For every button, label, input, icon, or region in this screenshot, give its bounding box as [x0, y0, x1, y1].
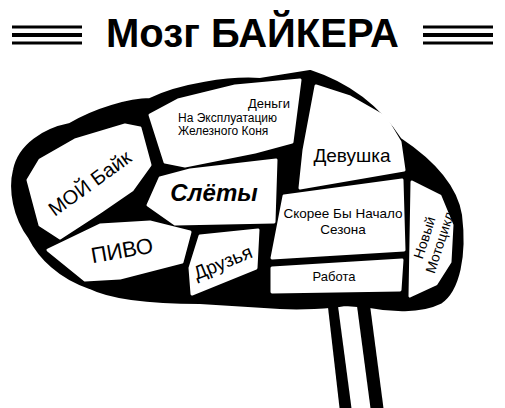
- brain-region-label: Скорее Бы Начало Сезона: [281, 206, 405, 237]
- brain-region: [148, 160, 276, 224]
- brain-region: [28, 125, 150, 238]
- brain-region-label: Работа: [294, 270, 374, 285]
- region-text: Деньги: [172, 97, 290, 112]
- region-text: Девушка: [304, 145, 400, 167]
- brain-region-label: ДеньгиНа Эксплуатацию Железного Коня: [172, 97, 290, 140]
- rule-line: [12, 33, 82, 37]
- rule-line: [423, 42, 493, 45]
- brain-outline: [13, 72, 461, 309]
- rule-line: [423, 26, 493, 29]
- brain-stem-inner: [338, 306, 371, 408]
- region-text: Скорее Бы Начало Сезона: [281, 206, 405, 237]
- rule-line: [12, 42, 82, 45]
- rule-line: [423, 33, 493, 37]
- brain-region-label: Слёты: [164, 179, 264, 207]
- brain-region-label: Девушка: [304, 145, 400, 167]
- brain-region: [48, 222, 190, 280]
- brain-region: [272, 180, 404, 258]
- rule-line: [12, 26, 82, 29]
- title-text: Мозг БАЙКЕРА: [106, 10, 399, 56]
- region-text: На Эксплуатацию Железного Коня: [178, 112, 283, 140]
- region-text: Работа: [294, 270, 374, 285]
- title-bar: Мозг БАЙКЕРА: [0, 10, 505, 56]
- brain-region: [300, 86, 404, 188]
- brain-region: [272, 260, 402, 292]
- region-text: Слёты: [164, 179, 264, 207]
- brain-region: [150, 80, 300, 166]
